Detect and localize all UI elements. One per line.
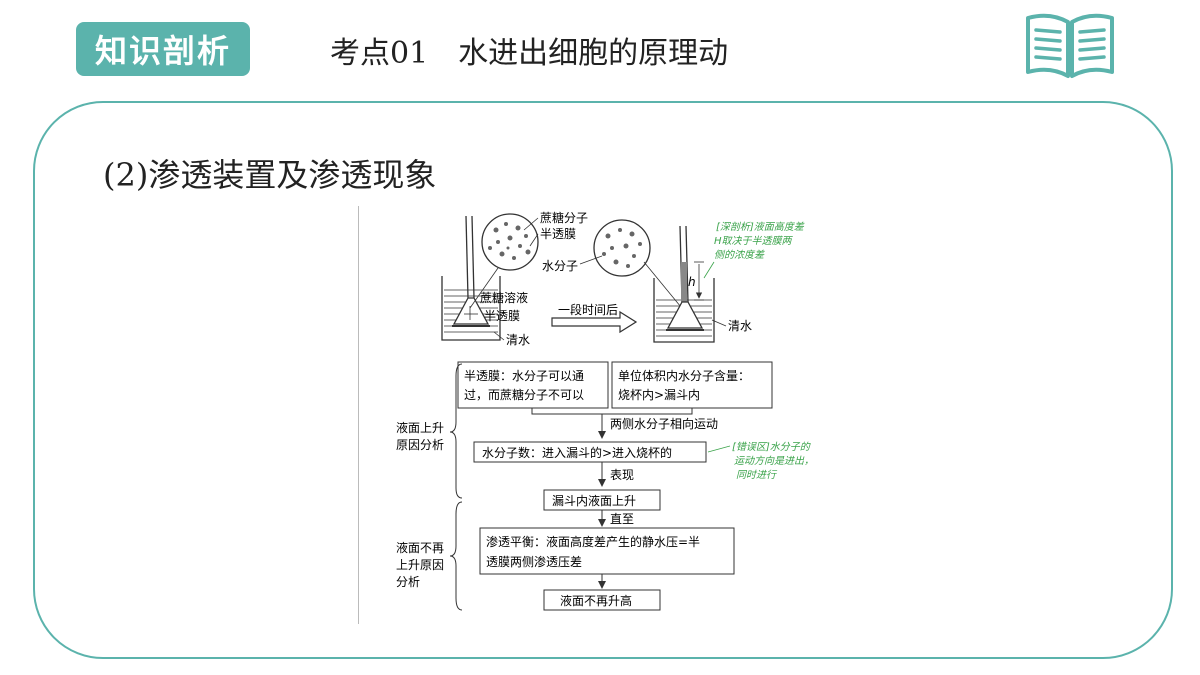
figure-left-rule bbox=[358, 206, 359, 624]
right-funnel bbox=[666, 225, 704, 331]
water-molecule-leader bbox=[579, 255, 603, 265]
box-equilibrium-line2: 透膜两侧渗透压差 bbox=[486, 554, 582, 569]
arrow-2-label: 表现 bbox=[610, 468, 634, 482]
note-mid-line2: 运动方向是进出， bbox=[734, 455, 814, 467]
water-leader-left bbox=[493, 331, 505, 341]
box-water-count-text: 水分子数：进入漏斗的>进入烧杯的 bbox=[482, 445, 672, 460]
label-clear-water-left: 清水 bbox=[506, 333, 530, 347]
box-water-count bbox=[473, 441, 707, 463]
osmosis-diagram: 蔗糖分子 半透膜 蔗糖溶液 半透膜 清水 一段时间后 水分子 bbox=[396, 210, 814, 611]
time-arrow bbox=[551, 310, 638, 334]
box-water-content-line2: 烧杯内>漏斗内 bbox=[618, 388, 700, 402]
box-no-rise-text: 液面不再升高 bbox=[560, 593, 632, 608]
section-tag-label: 知识剖析 bbox=[94, 32, 231, 70]
left-zoom-circle bbox=[481, 213, 539, 271]
box-membrane-line1: 半透膜：水分子可以通 bbox=[464, 369, 584, 383]
note-top-line1: [深剖析]液面高度差 bbox=[716, 221, 805, 233]
osmosis-figure: 蔗糖分子 半透膜 蔗糖溶液 半透膜 清水 一段时间后 水分子 bbox=[358, 206, 848, 626]
note-mid-line1: [错误区]水分子的 bbox=[732, 441, 811, 453]
left-funnel bbox=[452, 215, 490, 327]
brace-rise-line1: 液面上升 bbox=[396, 420, 444, 435]
box-membrane-line2: 过，而蔗糖分子不可以 bbox=[464, 387, 584, 402]
label-sucrose-solution: 蔗糖溶液 bbox=[480, 290, 528, 305]
membrane-leader bbox=[529, 233, 539, 247]
section-heading: (2)渗透装置及渗透现象 bbox=[103, 156, 437, 194]
note-top-line3: 侧的浓度差 bbox=[714, 249, 765, 261]
brace-stop-line3: 分析 bbox=[396, 575, 420, 589]
open-book-icon bbox=[1026, 13, 1114, 78]
label-h: h bbox=[688, 275, 696, 289]
note-mid-leader bbox=[707, 445, 731, 453]
brace-stop bbox=[449, 501, 463, 611]
brace-stop-line2: 上升原因 bbox=[396, 558, 444, 572]
water-leader-right bbox=[711, 319, 727, 327]
merge-bracket bbox=[531, 408, 693, 415]
note-top-line2: H取决于半透膜两 bbox=[714, 235, 794, 247]
box-membrane bbox=[457, 361, 609, 409]
height-difference-marker bbox=[694, 261, 704, 301]
note-mid: [错误区]水分子的 运动方向是进出， 同时进行 bbox=[732, 441, 814, 481]
note-top-leader bbox=[703, 261, 715, 279]
brace-rise-line2: 原因分析 bbox=[396, 438, 444, 452]
right-zoom-circle bbox=[593, 219, 651, 277]
note-top: [深剖析]液面高度差 H取决于半透膜两 侧的浓度差 bbox=[714, 221, 805, 261]
label-membrane-top: 半透膜 bbox=[540, 227, 576, 241]
label-membrane-bottom: 半透膜 bbox=[484, 309, 520, 323]
box-water-content-line1: 单位体积内水分子含量： bbox=[618, 368, 750, 383]
note-mid-line3: 同时进行 bbox=[736, 469, 778, 481]
box-equilibrium-line1: 渗透平衡：液面高度差产生的静水压=半 bbox=[486, 534, 700, 549]
box-no-rise bbox=[543, 589, 661, 611]
box-equilibrium bbox=[479, 527, 735, 575]
box-water-content bbox=[611, 361, 773, 409]
brace-stop-line1: 液面不再 bbox=[396, 540, 444, 555]
label-water-molecule: 水分子 bbox=[542, 259, 578, 273]
label-clear-water-right: 清水 bbox=[728, 319, 752, 333]
section-tag: 知识剖析 bbox=[76, 22, 250, 76]
label-after-time: 一段时间后 bbox=[558, 302, 618, 317]
brace-rise bbox=[449, 363, 463, 499]
label-sucrose-molecule: 蔗糖分子 bbox=[540, 210, 588, 225]
arrow-1-label: 两侧水分子相向运动 bbox=[610, 416, 718, 431]
box-level-rise-text: 漏斗内液面上升 bbox=[552, 493, 636, 508]
sucrose-leader bbox=[523, 217, 539, 231]
topic-title: 考点01 水进出细胞的原理动 bbox=[330, 36, 729, 71]
arrow-3-label: 直至 bbox=[610, 512, 634, 526]
left-zoom-line bbox=[469, 267, 499, 309]
